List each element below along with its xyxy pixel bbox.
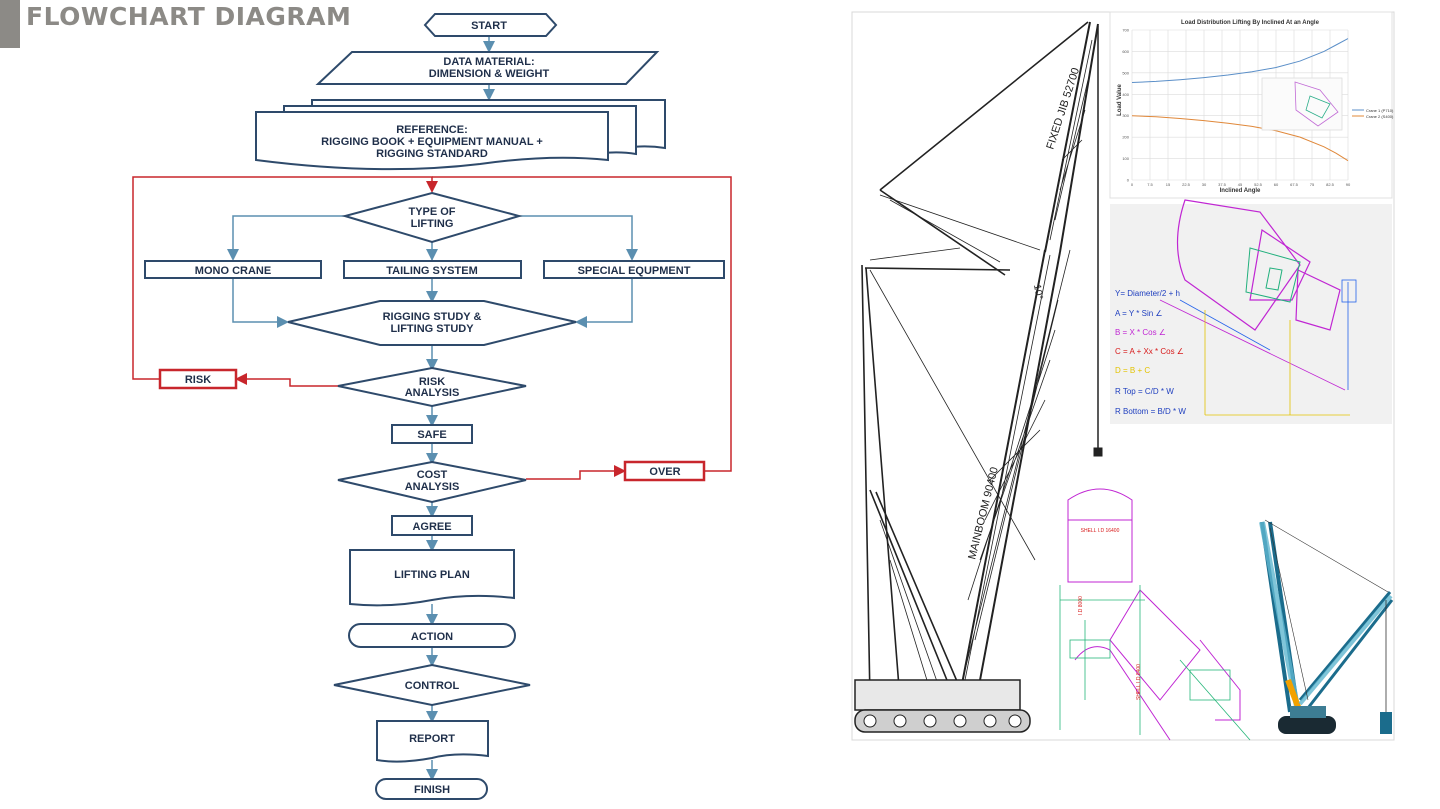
- chart-inset-sketch: [1261, 77, 1343, 131]
- vessel-id-label: I.D 8000: [1078, 596, 1084, 615]
- report-label: REPORT: [409, 733, 455, 745]
- formula-a: A = Y * Sin ∠: [1115, 309, 1163, 318]
- vessel-drawing: SHELL I.D 16400 I.D 8000 SHELL I.D 8400: [1059, 488, 1251, 741]
- crawler-crane-drawing: [854, 21, 1103, 733]
- y-tick-label: 300: [1122, 113, 1129, 118]
- type-label-2: LIFTING: [411, 218, 454, 230]
- y-tick-label: 400: [1122, 92, 1129, 97]
- x-tick-label: 52.5: [1254, 182, 1263, 187]
- action-terminator: [348, 623, 516, 648]
- x-tick-label: 15: [1166, 182, 1171, 187]
- flowchart: [132, 13, 732, 800]
- type-of-lifting-decision: [341, 191, 523, 244]
- finish-terminator: [375, 778, 488, 800]
- data-label-1: DATA MATERIAL:: [443, 56, 534, 68]
- formula-rtop: R Top = C/D * W: [1115, 387, 1174, 396]
- ref-label-3: RIGGING STANDARD: [376, 148, 488, 160]
- over-label: OVER: [649, 466, 680, 478]
- y-tick-label: 100: [1122, 156, 1129, 161]
- agree-box: [391, 515, 473, 536]
- y-tick-label: 700: [1122, 28, 1129, 33]
- chart-lines: [1131, 38, 1349, 162]
- ref-label-2: RIGGING BOOK + EQUIPMENT MANUAL +: [321, 136, 543, 148]
- x-tick-label: 60: [1274, 182, 1279, 187]
- plan-label: LIFTING PLAN: [394, 569, 470, 581]
- x-tick-label: 67.5: [1290, 182, 1299, 187]
- study-label-2: LIFTING STUDY: [390, 323, 474, 335]
- lifting-plan-document: [349, 549, 515, 607]
- formula-c: C = A + Xx * Cos ∠: [1115, 347, 1184, 356]
- risk-label: RISK: [185, 374, 211, 386]
- boom-angle-label: 10°: [1031, 284, 1044, 301]
- cost-label-2: ANALYSIS: [405, 481, 460, 493]
- chart-title: Load Distribution Lifting By Inclined At…: [1181, 20, 1320, 26]
- formula-d: D = B + C: [1115, 366, 1150, 375]
- mono-crane-box: [144, 260, 322, 279]
- formula-y: Y= Diameter/2 + h: [1115, 289, 1180, 298]
- control-label: CONTROL: [405, 680, 460, 692]
- special-equipment-box: [543, 260, 725, 279]
- chart-xlabel: Inclined Angle: [1220, 188, 1261, 194]
- y-tick-label: 500: [1122, 70, 1129, 75]
- reference-document: [255, 111, 609, 171]
- mono-label: MONO CRANE: [195, 265, 271, 277]
- action-label: ACTION: [411, 631, 453, 643]
- colored-crawler-crane: [1259, 519, 1394, 734]
- y-tick-label: 200: [1122, 135, 1129, 140]
- risk-analysis-label-2: ANALYSIS: [405, 387, 460, 399]
- vessel-shell-label: SHELL I.D 16400: [1081, 528, 1120, 534]
- x-tick-label: 0: [1131, 182, 1134, 187]
- study-label-1: RIGGING STUDY &: [383, 311, 482, 323]
- x-tick-label: 30: [1202, 182, 1207, 187]
- report-document: [376, 720, 489, 763]
- legend-crane1: Crane 1 (P710): [1366, 108, 1394, 113]
- control-decision: [333, 663, 531, 707]
- formula-rbottom: R Bottom = B/D * W: [1115, 407, 1186, 416]
- x-tick-label: 90: [1346, 182, 1351, 187]
- finish-label: FINISH: [414, 784, 450, 796]
- tailing-system-box: [343, 260, 522, 279]
- flowchart-labels: START DATA MATERIAL: DIMENSION & WEIGHT …: [185, 20, 691, 796]
- data-material-input: [315, 51, 660, 85]
- risk-analysis-decision: [337, 366, 527, 408]
- legend-crane2: Crane 2 (S400): [1366, 114, 1394, 119]
- title-accent-bar: [0, 0, 20, 48]
- risk-box: [158, 368, 238, 390]
- safe-label: SAFE: [417, 429, 446, 441]
- cost-analysis-decision: [337, 460, 527, 504]
- chart-ylabel: Load Value: [1117, 84, 1123, 116]
- rigging-study-box: [287, 300, 577, 346]
- vessel-shell-side-label: SHELL I.D 8400: [1136, 664, 1142, 700]
- special-label: SPECIAL EQUPMENT: [578, 265, 691, 277]
- formula-sketch: Y= Diameter/2 + h A = Y * Sin ∠ B = X * …: [1110, 199, 1392, 424]
- formula-b: B = X * Cos ∠: [1115, 328, 1166, 337]
- start-label: START: [471, 20, 507, 32]
- load-distribution-chart: Load Distribution Lifting By Inclined At…: [1109, 11, 1394, 199]
- y-tick-label: 0: [1127, 178, 1130, 183]
- data-label-2: DIMENSION & WEIGHT: [429, 68, 550, 80]
- agree-label: AGREE: [412, 521, 451, 533]
- series-line-2: [1131, 115, 1349, 162]
- start-terminator: [423, 13, 558, 37]
- crane-image-panel: FIXED JIB 52700 MAINBOOM 90400 10° Load …: [851, 11, 1395, 741]
- tailing-label: TAILING SYSTEM: [386, 265, 477, 277]
- safe-box: [391, 424, 473, 444]
- x-tick-label: 75: [1310, 182, 1315, 187]
- x-tick-label: 22.5: [1182, 182, 1191, 187]
- x-tick-label: 37.5: [1218, 182, 1227, 187]
- risk-analysis-label-1: RISK: [419, 376, 445, 388]
- slide-title: FLOWCHART DIAGRAM: [26, 2, 352, 31]
- chart-ticks: 0 100 200 300 400 500 600 700 0 7.5 15 22.5 30 37.5 45…: [1122, 28, 1351, 188]
- y-tick-label: 600: [1122, 49, 1129, 54]
- x-tick-label: 45: [1238, 182, 1243, 187]
- over-box: [623, 460, 706, 482]
- cost-label-1: COST: [417, 469, 448, 481]
- series-line-1: [1131, 38, 1349, 83]
- x-tick-label: 82.5: [1326, 182, 1335, 187]
- x-tick-label: 7.5: [1147, 182, 1153, 187]
- ref-label-1: REFERENCE:: [396, 124, 468, 136]
- type-label-1: TYPE OF: [408, 206, 455, 218]
